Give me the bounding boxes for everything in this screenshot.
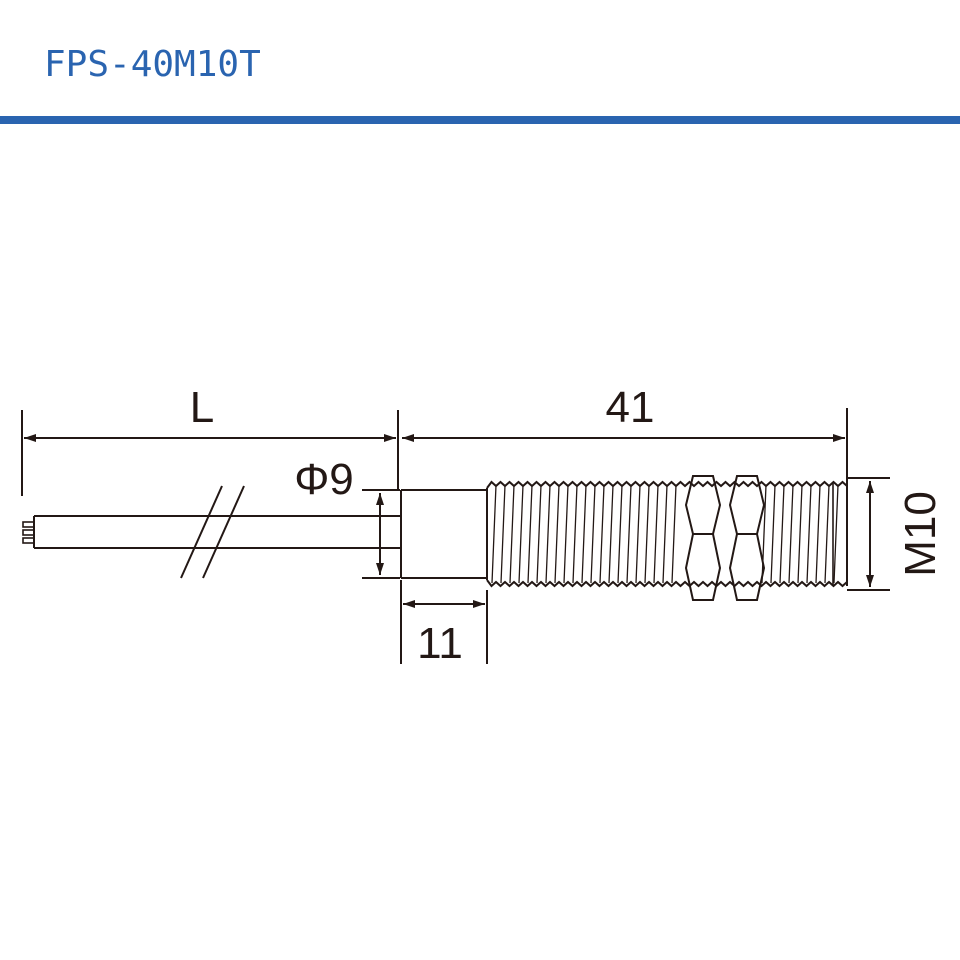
thread-line	[545, 484, 551, 584]
label-sensor-length: 41	[606, 383, 655, 432]
page-title: FPS-40M10T	[44, 44, 261, 85]
thread-line	[491, 484, 497, 584]
thread-line	[815, 484, 821, 584]
thread-line	[509, 484, 515, 584]
thread-line	[608, 484, 614, 584]
label-smooth-length: 11	[417, 619, 463, 668]
label-cable-diameter: Φ9	[294, 455, 354, 504]
thread-line	[500, 484, 506, 584]
thread-line	[761, 484, 767, 584]
thread-line	[635, 484, 641, 584]
thread-line	[779, 484, 785, 584]
thread-line	[788, 484, 794, 584]
hex-nut-left	[684, 475, 722, 601]
thread-line	[518, 484, 524, 584]
threaded-body	[486, 480, 848, 588]
thread-line	[770, 484, 776, 584]
thread-line	[644, 484, 650, 584]
thread-line	[824, 484, 830, 584]
thread-line	[581, 484, 587, 584]
thread-line	[806, 484, 812, 584]
thread-line	[599, 484, 605, 584]
thread-line	[590, 484, 596, 584]
label-thread-size: M10	[896, 491, 945, 577]
thread-line	[563, 484, 569, 584]
dimension-l	[21, 410, 399, 496]
thread-line	[662, 484, 668, 584]
dimension-m10	[847, 477, 890, 591]
label-cable-length: L	[190, 383, 214, 432]
thread-line	[617, 484, 623, 584]
thread-line	[653, 484, 659, 584]
header-divider	[0, 116, 960, 124]
thread-line	[797, 484, 803, 584]
wire-ends	[22, 521, 35, 544]
thread-line	[572, 484, 578, 584]
dimension-41	[402, 408, 848, 482]
thread-line	[626, 484, 632, 584]
thread-line	[554, 484, 560, 584]
thread-line	[671, 484, 677, 584]
hex-nut-right	[728, 475, 766, 601]
smooth-section	[400, 489, 487, 579]
thread-line	[527, 484, 533, 584]
break-symbol	[180, 485, 245, 579]
thread-line	[833, 484, 839, 584]
dimension-phi9	[362, 489, 400, 579]
dimension-11	[400, 580, 488, 664]
thread-line	[536, 484, 542, 584]
